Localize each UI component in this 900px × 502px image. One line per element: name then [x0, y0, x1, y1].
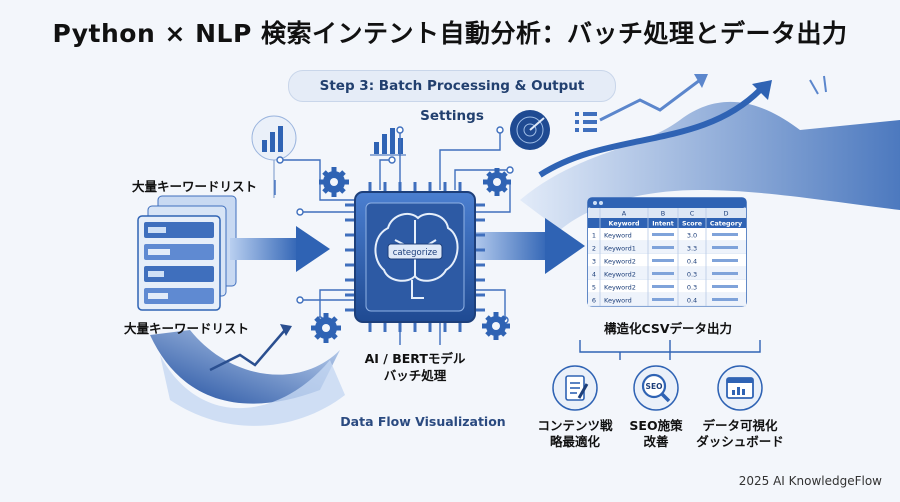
input-label-top: 大量キーワードリスト [132, 179, 258, 194]
table-cell-score: 0.3 [687, 284, 697, 292]
outcome-dashboard-line1: データ可視化 [702, 418, 778, 433]
output-arrow [470, 218, 585, 274]
table-category-bar [712, 285, 738, 288]
table-column-letter: C [690, 210, 695, 218]
ai-chip: categorize [345, 182, 485, 332]
page-title: Python × NLP 検索インテント自動分析：バッチ処理とデータ出力 [52, 19, 848, 48]
table-category-bar [712, 233, 738, 236]
table-cell-keyword: Keyword [604, 297, 632, 305]
outcome-content: コンテンツ戦 略最適化 [530, 418, 620, 450]
chip-text: categorize [393, 248, 438, 258]
table-header-cell: Score [682, 221, 702, 228]
table-cell-keyword: Keyword [604, 232, 632, 240]
table-intent-bar [652, 246, 674, 249]
keyword-list-stack [137, 195, 237, 311]
footer-credit: 2025 AI KnowledgeFlow [738, 474, 882, 488]
table-intent-bar [652, 233, 674, 236]
table-row-number: 4 [592, 271, 596, 279]
document-icon [552, 365, 598, 411]
table-intent-bar [652, 298, 674, 301]
table-row: 2 Keyword1 3.3 [588, 241, 746, 255]
table-row-number: 2 [592, 245, 596, 253]
table-category-bar [712, 259, 738, 262]
table-row-number: 6 [592, 297, 596, 305]
outcome-dashboard-line2: ダッシュボード [696, 434, 784, 449]
table-column-letter: B [661, 210, 665, 218]
gear-icons [311, 167, 511, 343]
seo-magnifier-icon: SEO [633, 365, 679, 411]
table-cell-score: 0.3 [687, 271, 697, 279]
table-header-cell: Keyword [609, 221, 640, 228]
dashboard-icon [717, 365, 763, 411]
table-cell-score: 0.4 [687, 297, 697, 305]
table-intent-bar [652, 285, 674, 288]
processor-label-line1: AI / BERTモデル [364, 351, 466, 366]
table-row-number: 5 [592, 284, 596, 292]
table-row-number: 3 [592, 258, 596, 266]
table-row: 3 Keyword2 0.4 [588, 254, 746, 268]
table-column-letter: A [622, 210, 627, 218]
table-category-bar [712, 298, 738, 301]
table-row-number: 1 [592, 232, 596, 240]
table-row: 6 Keyword 0.4 [588, 293, 746, 307]
outcome-content-line1: コンテンツ戦 [537, 418, 613, 433]
table-category-bar [712, 272, 738, 275]
table-cell-keyword: Keyword2 [604, 284, 636, 292]
table-cell-keyword: Keyword2 [604, 271, 636, 279]
seo-badge: SEO [646, 382, 663, 391]
table-header-cell: Intent [652, 221, 674, 228]
flow-label: Data Flow Visualization [340, 414, 506, 429]
outcome-content-line2: 略最適化 [549, 434, 600, 449]
table-column-letter: D [723, 210, 728, 218]
output-label: 構造化CSVデータ出力 [603, 321, 733, 336]
step-label: Step 3: Batch Processing & Output Settin… [288, 70, 616, 124]
table-cell-keyword: Keyword2 [604, 258, 636, 266]
table-intent-bar [652, 272, 674, 275]
processor-label: AI / BERTモデル バッチ処理 [355, 350, 475, 384]
outcome-dashboard: データ可視化 ダッシュボード [690, 418, 790, 450]
bar-chart-icon [251, 115, 297, 198]
table-row: 1 Keyword 3.0 [588, 228, 746, 242]
radar-icon [510, 110, 550, 150]
table-row: 4 Keyword2 0.3 [588, 267, 746, 281]
table-cell-score: 0.4 [687, 258, 697, 266]
table-header-cell: Category [710, 221, 742, 228]
processor-label-line2: バッチ処理 [383, 368, 447, 383]
table-cell-keyword: Keyword1 [604, 245, 636, 253]
table-cell-score: 3.3 [687, 245, 697, 253]
table-cell-score: 3.0 [687, 232, 697, 240]
input-arrow [230, 226, 330, 272]
outcome-seo-line1: SEO施策 [629, 418, 683, 433]
table-intent-bar [652, 259, 674, 262]
output-branches [579, 340, 761, 360]
outcome-seo: SEO施策 改善 [611, 418, 701, 450]
table-category-bar [712, 246, 738, 249]
input-label-bottom: 大量キーワードリスト [124, 321, 250, 336]
outcome-seo-line2: 改善 [643, 434, 669, 449]
table-row: 5 Keyword2 0.3 [588, 280, 746, 294]
bottom-left-wave [150, 324, 345, 426]
